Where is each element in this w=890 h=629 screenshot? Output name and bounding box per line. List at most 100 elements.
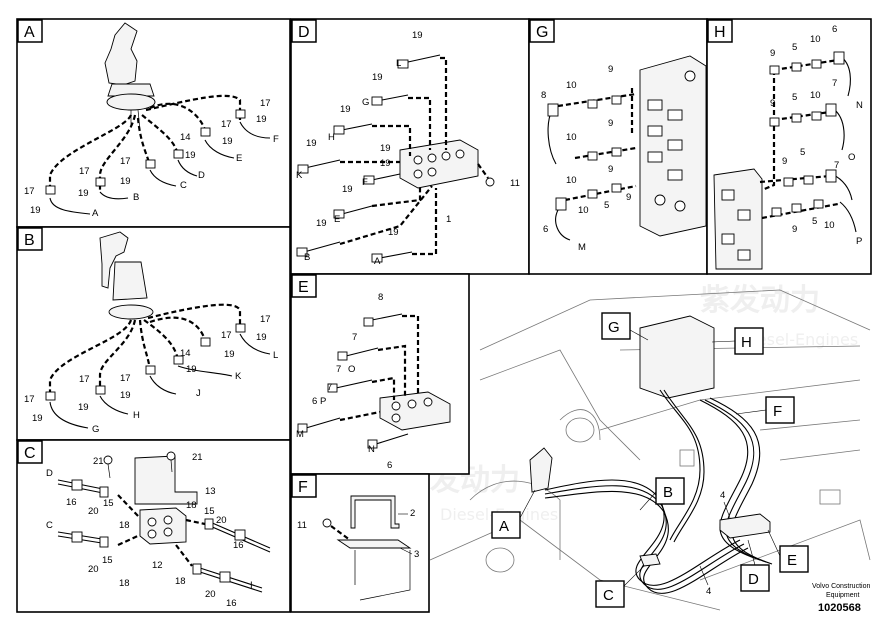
callout: 20 — [88, 564, 99, 575]
callout: 9 — [770, 48, 775, 59]
hose-end-label: B — [304, 252, 310, 263]
callout: 1 — [446, 214, 451, 225]
panel-c-tag-box — [17, 440, 43, 464]
hose-end-label: C — [180, 180, 187, 191]
hose-end-label: O — [348, 364, 355, 375]
ref-b[interactable]: B — [639, 477, 685, 511]
ref-g[interactable]: G — [601, 312, 649, 341]
callout: 19 — [306, 138, 317, 149]
hose-e-m — [305, 417, 341, 429]
fittings-g — [547, 95, 622, 211]
callout: 10 — [810, 90, 821, 101]
callout: 21 — [93, 456, 104, 467]
leader — [399, 547, 413, 555]
hose-end-label: L — [273, 350, 278, 361]
ref-h-label: H — [741, 334, 752, 351]
fitting — [234, 529, 246, 541]
fittings-h — [769, 51, 845, 217]
panel-a: A 17 19 17 — [16, 18, 291, 228]
callout: 16 — [226, 598, 237, 609]
callout: 17 — [24, 186, 35, 197]
hose-h-run4 — [759, 174, 831, 184]
callout: 9 — [792, 224, 797, 235]
callout: 19 — [120, 176, 131, 187]
callout: 15 — [102, 555, 113, 566]
callout: 19 — [412, 30, 423, 41]
callout: 19 — [380, 143, 391, 154]
hose-end-label: P — [856, 236, 862, 247]
fittings-b — [45, 323, 246, 401]
callout: 17 — [221, 119, 232, 130]
hose-a2 — [98, 114, 137, 190]
hose-d-run6 — [339, 185, 433, 246]
callout: 6 — [387, 460, 392, 471]
callout: 19 — [372, 72, 383, 83]
fitting — [99, 536, 109, 548]
ref-a[interactable]: A — [491, 489, 536, 539]
callout: 7 — [834, 160, 839, 171]
hose-tail-b — [99, 191, 129, 200]
callout: 10 — [566, 175, 577, 186]
callout: 7 — [336, 364, 341, 375]
callout: 19 — [388, 227, 399, 238]
ref-f[interactable]: F — [735, 396, 795, 424]
callout: 12 — [152, 560, 163, 571]
hose-end-label: D — [198, 170, 205, 181]
callout: 4 — [706, 586, 711, 597]
callout: 17 — [79, 166, 90, 177]
overview-block-icon — [639, 553, 661, 567]
hose-end-label: E — [334, 214, 340, 225]
callout: 16 — [66, 497, 77, 508]
overview-manifold-icon — [719, 513, 771, 539]
hose-a5 — [145, 94, 242, 120]
ref-e[interactable]: E — [767, 529, 809, 573]
overview-hose-5 — [704, 399, 767, 563]
callout: 9 — [782, 156, 787, 167]
panel-a-frame — [16, 18, 291, 228]
hose-end-label: H — [328, 132, 335, 143]
overview-hose-1 — [544, 479, 741, 586]
overview-hose-8 — [663, 389, 705, 543]
callout: 18 — [175, 576, 186, 587]
joystick-right-icon — [99, 231, 154, 320]
overview-hose-4 — [699, 399, 761, 561]
panel-e: E 8 7 7 7 6 6 O P M N — [290, 273, 470, 475]
callout: 10 — [566, 80, 577, 91]
hose-h-run2 — [773, 110, 831, 122]
callout: 10 — [824, 220, 835, 231]
hose-end-label: G — [92, 424, 99, 435]
callout: 5 — [812, 216, 817, 227]
callout: 9 — [608, 64, 613, 75]
hose-end-label: H — [133, 410, 140, 421]
hose-d-a — [379, 251, 413, 259]
hose-end-label: K — [235, 371, 242, 382]
hose-a1 — [48, 114, 133, 190]
hose-e-run4 — [339, 410, 381, 422]
ref-d[interactable]: D — [740, 539, 770, 592]
panel-e-tag-box — [291, 274, 317, 298]
panel-c: C — [16, 439, 291, 613]
hose-end-label: I — [250, 580, 253, 591]
hose-tail-f — [239, 121, 271, 139]
callout: 5 — [604, 200, 609, 211]
panel-h-tag: H — [714, 24, 726, 41]
ref-h[interactable]: H — [711, 327, 764, 355]
callout: 20 — [205, 589, 216, 600]
hose-end-label: A — [92, 208, 99, 219]
callout: 17 — [120, 373, 131, 384]
callout: 19 — [380, 158, 391, 169]
callout: 10 — [578, 205, 589, 216]
callout: 17 — [120, 156, 131, 167]
callout: 19 — [316, 218, 327, 229]
hose-end-label: G — [362, 97, 369, 108]
hose-c-link3 — [185, 518, 206, 526]
valve-ports-d — [413, 149, 465, 179]
hose-tail-j — [149, 375, 177, 395]
hose-e-run2 — [377, 344, 407, 398]
footer-company-line2: Equipment — [826, 592, 860, 599]
ref-c[interactable]: C — [595, 565, 645, 608]
callout: 17 — [221, 330, 232, 341]
fitting — [204, 518, 214, 530]
fittings-e — [297, 317, 378, 449]
